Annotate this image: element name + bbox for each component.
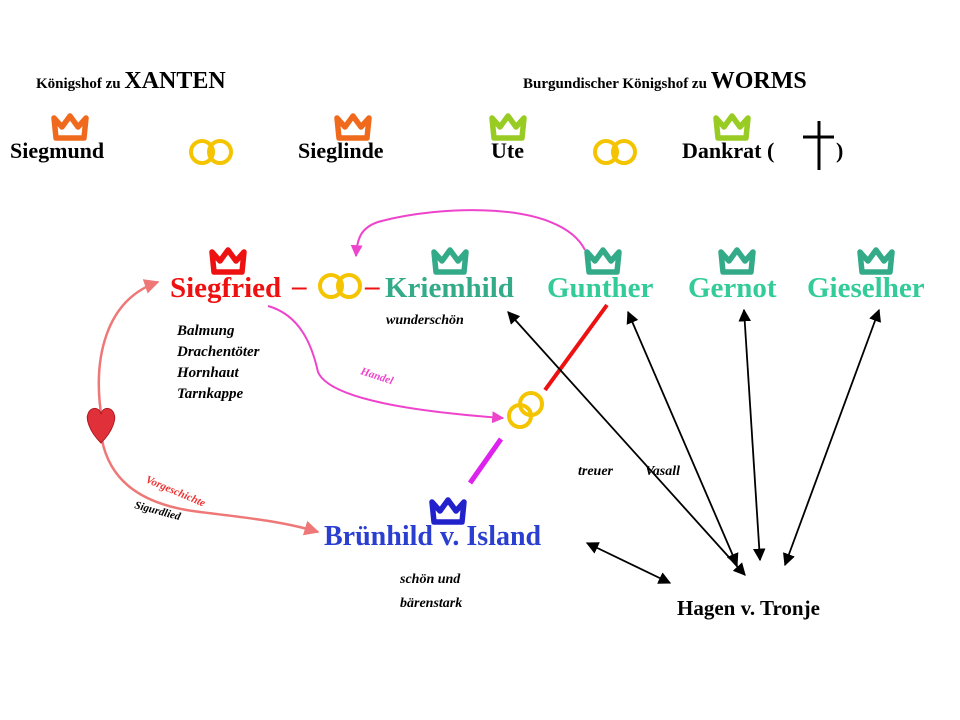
sieglinde-name: Sieglinde bbox=[298, 138, 384, 163]
heart-to-siegfried-arrow bbox=[97, 279, 160, 421]
hagen-arrows bbox=[507, 308, 881, 584]
ute-name: Ute bbox=[491, 138, 524, 163]
kriemhild-name: Kriemhild bbox=[385, 272, 514, 304]
kriemhild-crown-icon bbox=[434, 250, 466, 272]
gunther-name: Gunther bbox=[547, 272, 654, 304]
hagen-kriemhild-arrow bbox=[507, 311, 746, 576]
bruenhild-name: Brünhild v. Island bbox=[324, 521, 542, 552]
sieglinde-crown-icon bbox=[337, 116, 369, 138]
attribute-schoen: schön und bbox=[400, 572, 461, 587]
worms-header: Burgundischer Königshof zu WORMS bbox=[523, 68, 807, 95]
dankrat-name: Dankrat ( bbox=[682, 138, 775, 163]
siegmund-name: Siegmund bbox=[10, 138, 105, 163]
gieselher-crown-icon bbox=[860, 250, 892, 272]
worms-prefix: Burgundischer Königshof zu bbox=[523, 76, 711, 92]
marriage-rings-xanten-icon bbox=[189, 139, 233, 165]
worms-place: WORMS bbox=[710, 68, 807, 94]
bruenhild-attributes: schön und bärenstark bbox=[400, 568, 462, 616]
hagen-gunther-arrow bbox=[626, 310, 739, 567]
hagen-gernot-arrow bbox=[738, 308, 766, 562]
handel-label: Handel bbox=[358, 365, 396, 387]
hagen-gieselher-arrow bbox=[783, 308, 881, 567]
siegmund-crown-icon bbox=[54, 116, 86, 138]
siegfried-attributes: Balmung Drachentöter Hornhaut Tarnkappe bbox=[177, 321, 260, 405]
handel-arrow bbox=[267, 305, 505, 424]
xanten-prefix: Königshof zu bbox=[36, 76, 125, 92]
xanten-header: Königshof zu XANTEN bbox=[36, 68, 226, 95]
xanten-place: XANTEN bbox=[124, 68, 226, 94]
gunther-marriage-line bbox=[543, 303, 609, 392]
gunther-crown-icon bbox=[587, 250, 619, 272]
dankrat-close: ) bbox=[836, 138, 844, 163]
attribute-baerenstark: bärenstark bbox=[400, 596, 463, 611]
cross-icon bbox=[803, 121, 834, 170]
siegfried-crown-icon bbox=[212, 250, 244, 272]
heart-icon bbox=[86, 407, 116, 444]
gunther-to-siegfried-arrow bbox=[350, 209, 586, 258]
gieselher-name: Gieselher bbox=[807, 272, 925, 304]
gernot-name: Gernot bbox=[688, 272, 777, 304]
hagen-name: Hagen v. Tronje bbox=[677, 596, 820, 620]
vassal-treuer-label: treuer bbox=[578, 464, 613, 479]
siegfried-name: Siegfried bbox=[170, 272, 282, 304]
dash-left: – bbox=[292, 270, 307, 302]
bruenhild-marriage-line bbox=[467, 437, 504, 485]
attribute-hornhaut: Hornhaut bbox=[177, 365, 239, 381]
marriage-rings-siegfried-kriemhild-icon bbox=[318, 273, 362, 299]
ute-crown-icon bbox=[492, 116, 524, 138]
marriage-rings-gunther-bruenhild-icon bbox=[507, 391, 544, 429]
kriemhild-attribute: wunderschön bbox=[386, 313, 464, 328]
bruenhild-crown-icon bbox=[432, 500, 464, 522]
vorgeschichte-arrow bbox=[100, 439, 320, 536]
gernot-crown-icon bbox=[721, 250, 753, 272]
dankrat-crown-icon bbox=[716, 116, 748, 138]
hagen-bruenhild-arrow bbox=[585, 542, 672, 584]
vassal-vasall-label: Vasall bbox=[645, 464, 681, 479]
dash-right: – bbox=[365, 270, 380, 302]
attribute-balmung: Balmung bbox=[177, 323, 235, 339]
attribute-drachentoeter: Drachentöter bbox=[177, 344, 260, 360]
attribute-tarnkappe: Tarnkappe bbox=[177, 386, 244, 402]
marriage-rings-worms-icon bbox=[593, 139, 637, 165]
